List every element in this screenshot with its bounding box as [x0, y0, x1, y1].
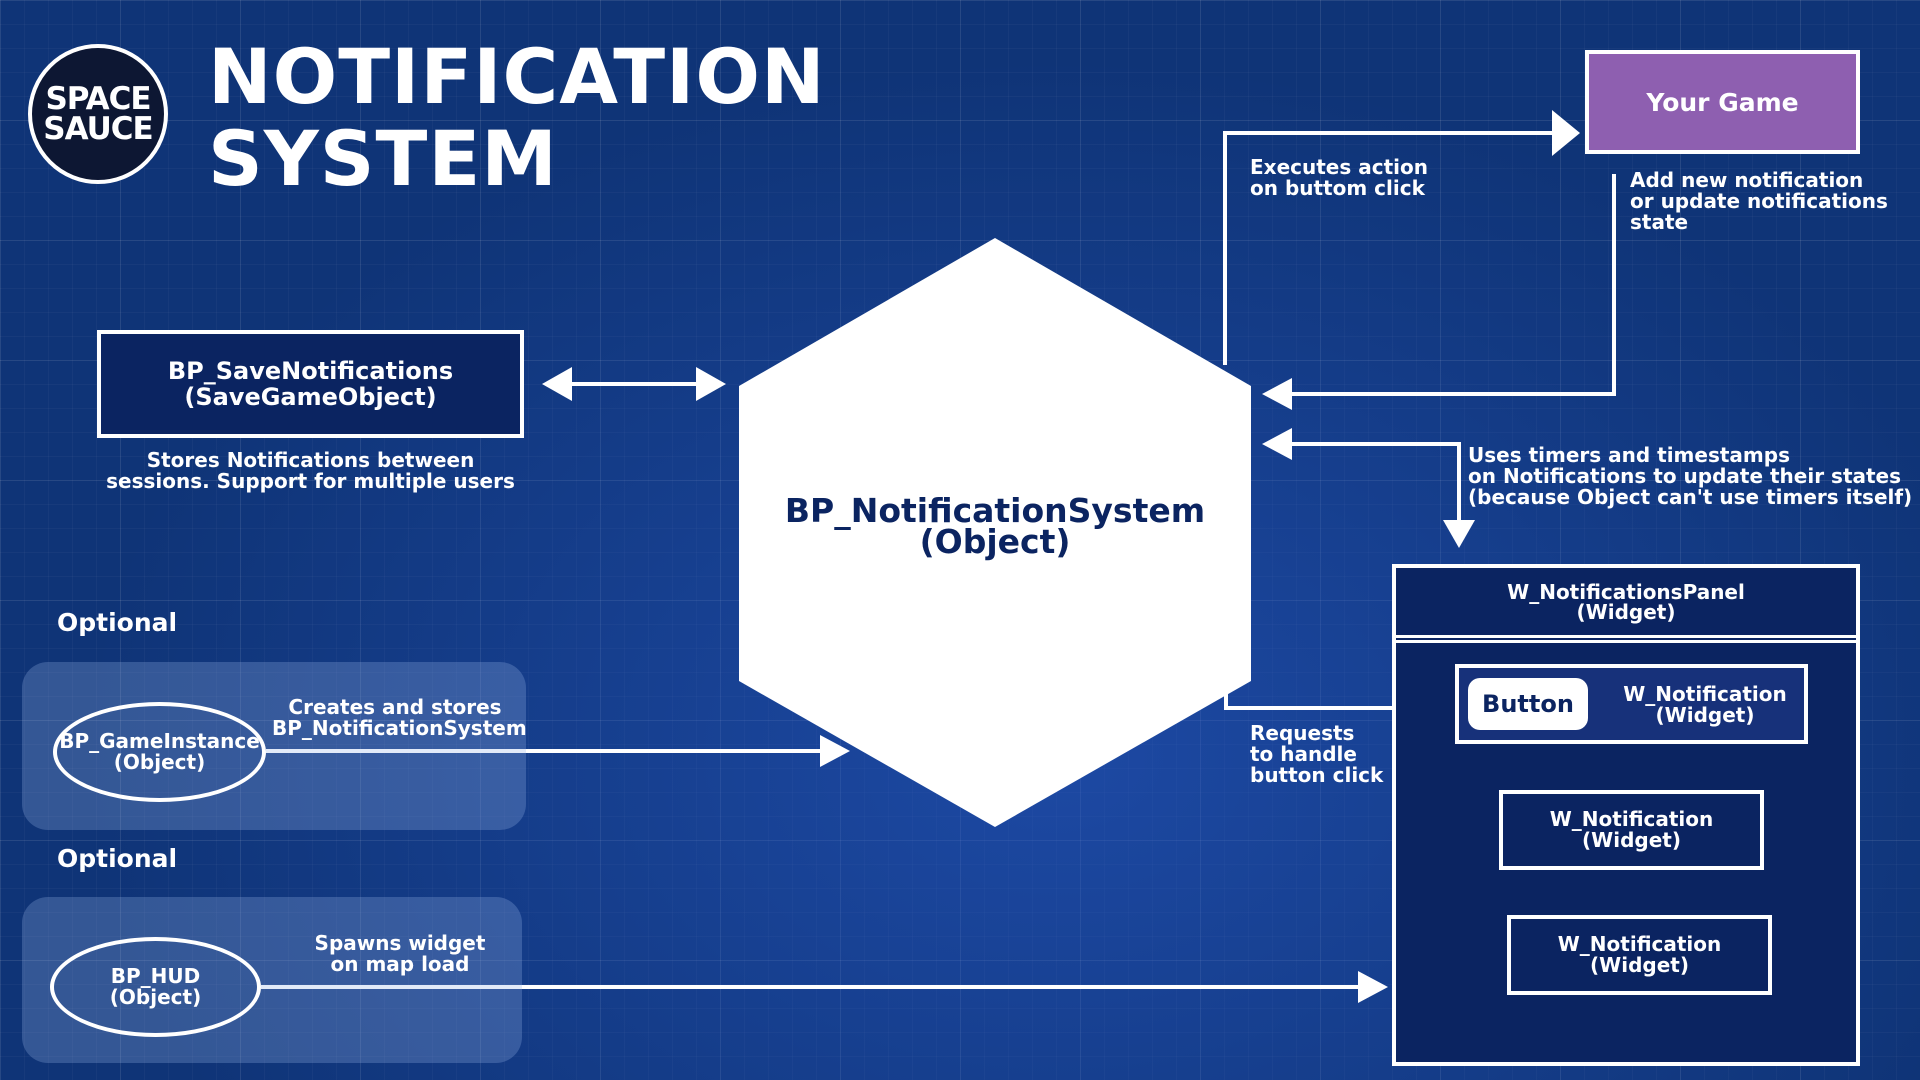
arrow-left-icon	[1262, 428, 1292, 460]
save-note-line-1: Stores Notifications between	[146, 448, 475, 472]
add-line-2: or update notifications	[1630, 189, 1888, 213]
executes-action-line	[1223, 131, 1552, 365]
creates-line-2: BP_NotificationSystem	[272, 716, 527, 740]
executes-line-1: Executes action	[1250, 155, 1428, 179]
arrow-right-icon	[820, 735, 850, 767]
arrow-left-icon	[542, 367, 572, 401]
requests-line-2: to handle	[1250, 742, 1357, 766]
executes-action-note: Executes action on buttom click	[1250, 157, 1428, 199]
your-game-node: Your Game	[1585, 50, 1860, 154]
save-notifications-type: (SaveGameObject)	[184, 383, 437, 411]
notification-system-hexagon	[739, 238, 1251, 827]
game-instance-type: (Object)	[113, 750, 206, 774]
executes-line-2: on buttom click	[1250, 176, 1425, 200]
arrow-down-icon	[1443, 520, 1475, 548]
requests-note: Requests to handle button click	[1250, 723, 1383, 786]
notification-widget-2: W_Notification (Widget)	[1499, 790, 1764, 870]
requests-line-3: button click	[1250, 763, 1384, 787]
timers-line	[1290, 442, 1461, 524]
panel-divider	[1396, 635, 1856, 643]
notification-button-label: Button	[1482, 690, 1574, 718]
hud-type: (Object)	[109, 985, 202, 1009]
logo-line-1: SPACE	[45, 81, 151, 117]
add-notification-note: Add new notification or update notificat…	[1630, 170, 1888, 233]
arrow-right-icon	[1552, 110, 1580, 156]
space-sauce-logo: SPACE SAUCE	[28, 44, 168, 184]
notifications-panel-header: W_NotificationsPanel (Widget)	[1396, 568, 1856, 635]
arrow-right-icon	[696, 367, 726, 401]
notifications-panel-name: W_NotificationsPanel	[1507, 579, 1745, 604]
arrow-left-icon	[1262, 378, 1292, 410]
add-notification-line	[1290, 174, 1616, 396]
notification-2-name: W_Notification	[1549, 807, 1714, 831]
notification-3-name: W_Notification	[1557, 932, 1722, 956]
requests-line	[1224, 680, 1455, 710]
optional-label-2: Optional	[57, 844, 178, 873]
hexagon-side-bracket	[1225, 382, 1248, 690]
page-title: NOTIFICATION SYSTEM	[208, 36, 826, 200]
spawns-note: Spawns widget on map load	[300, 933, 500, 975]
game-instance-name: BP_GameInstance	[59, 729, 260, 753]
hud-name: BP_HUD	[110, 964, 201, 988]
add-line-3: state	[1630, 210, 1689, 234]
add-line-1: Add new notification	[1630, 168, 1864, 192]
timers-note: Uses timers and timestamps on Notificati…	[1468, 445, 1912, 508]
optional-label-1: Optional	[57, 608, 178, 637]
title-line-1: NOTIFICATION	[208, 32, 826, 121]
creates-line-1: Creates and stores	[288, 695, 502, 719]
timers-line-2: on Notifications to update their states	[1468, 464, 1902, 488]
spawns-line-1: Spawns widget	[314, 931, 486, 955]
notification-system-node: BP_NotificationSystem (Object)	[740, 491, 1250, 561]
save-notifications-node: BP_SaveNotifications (SaveGameObject)	[97, 330, 524, 438]
save-notifications-note: Stores Notifications between sessions. S…	[97, 450, 524, 492]
arrow-right-icon	[1358, 971, 1388, 1003]
hud-node: BP_HUD (Object)	[50, 937, 261, 1037]
notification-3-type: (Widget)	[1590, 953, 1689, 977]
logo-line-2: SAUCE	[43, 111, 153, 147]
spawns-line-2: on map load	[330, 952, 470, 976]
your-game-label: Your Game	[1646, 87, 1799, 117]
save-note-line-2: sessions. Support for multiple users	[106, 469, 515, 493]
notification-2-type: (Widget)	[1582, 828, 1681, 852]
game-instance-node: BP_GameInstance (Object)	[53, 702, 266, 802]
notification-1-name: W_Notification	[1623, 682, 1787, 706]
timers-line-1: Uses timers and timestamps	[1468, 443, 1790, 467]
notification-widget-3: W_Notification (Widget)	[1507, 915, 1772, 995]
title-line-2: SYSTEM	[208, 114, 558, 203]
save-notifications-name: BP_SaveNotifications	[167, 357, 454, 385]
notification-1-type: (Widget)	[1655, 703, 1755, 727]
notifications-panel-type: (Widget)	[1576, 599, 1676, 624]
timers-line-3: (because Object can't use timers itself)	[1468, 485, 1913, 509]
notification-button[interactable]: Button	[1468, 678, 1588, 730]
notification-widget-1-label: W_Notification (Widget)	[1610, 684, 1800, 726]
requests-line-1: Requests	[1250, 721, 1355, 745]
creates-note: Creates and stores BP_NotificationSystem	[272, 695, 527, 740]
notification-system-name: BP_NotificationSystem	[784, 491, 1206, 530]
notification-system-type: (Object)	[919, 522, 1071, 561]
